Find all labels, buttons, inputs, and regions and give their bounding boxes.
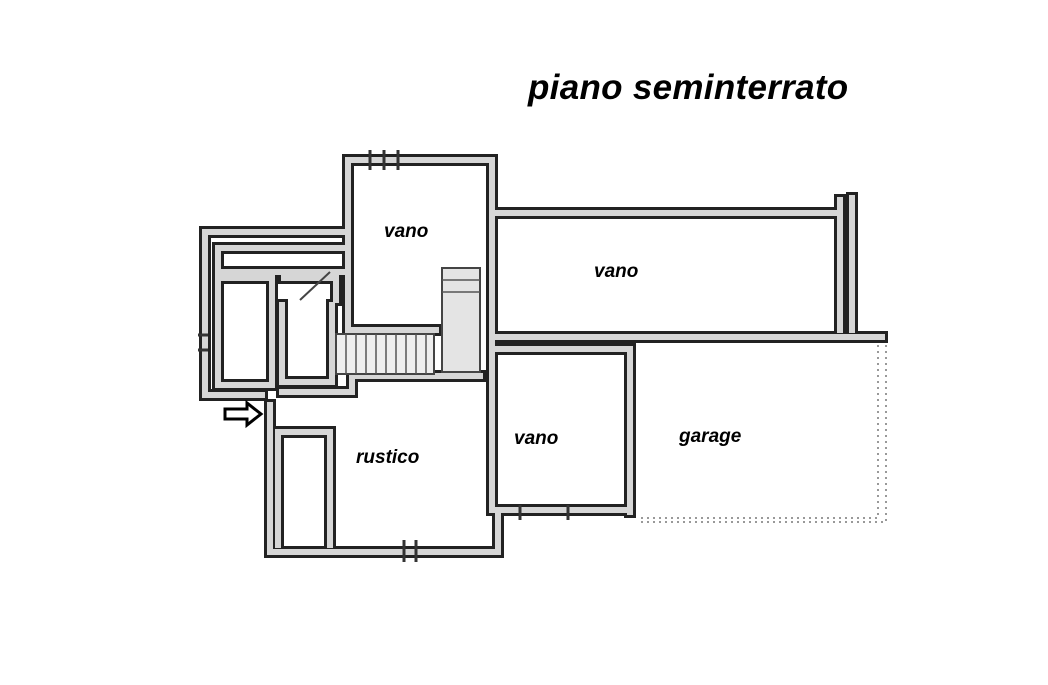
room-label-vano-middle: vano xyxy=(514,428,558,449)
entrance-arrow-icon xyxy=(223,399,264,429)
dotted-boundary xyxy=(640,345,887,523)
room-label-vano-right: vano xyxy=(594,261,638,282)
room-label-vano-top: vano xyxy=(384,221,428,242)
wall-segment xyxy=(215,275,275,388)
plan-title: piano seminterrato xyxy=(528,68,849,107)
wall-segment xyxy=(275,429,333,548)
stairs xyxy=(299,267,481,375)
wall-segment xyxy=(281,275,339,303)
wall-segment xyxy=(272,426,336,551)
wall-segment xyxy=(276,299,338,388)
room-label-garage: garage xyxy=(678,426,742,447)
room-label-rustico: rustico xyxy=(356,447,419,468)
wall-segment xyxy=(278,272,342,306)
wall-segment xyxy=(212,272,278,391)
wall-segment xyxy=(279,302,335,385)
walls xyxy=(198,150,888,562)
wall-segment xyxy=(279,373,483,395)
